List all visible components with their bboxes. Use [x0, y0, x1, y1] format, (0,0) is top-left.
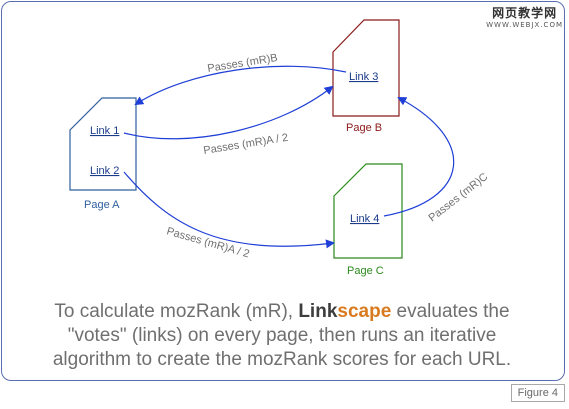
- watermark-url: WWW.WEBJX.COM: [486, 21, 563, 29]
- caption-line-1-pre: To calculate mozRank (mR),: [54, 301, 299, 322]
- caption-line-1-post: evaluates the: [391, 301, 510, 322]
- caption-line-3: algorithm to create the mozRank scores f…: [52, 349, 512, 370]
- edge-label-c-to-b: Passes (mR)C: [426, 171, 490, 225]
- caption-line-1: To calculate mozRank (mR), Linkscape eva…: [20, 300, 544, 324]
- figure-caption: To calculate mozRank (mR), Linkscape eva…: [20, 300, 544, 372]
- arrow-a-to-b: [123, 85, 334, 140]
- page-c-label: Page C: [347, 265, 384, 277]
- watermark: 网页教学网 WWW.WEBJX.COM: [486, 4, 563, 29]
- page-c-shape: [333, 163, 403, 259]
- page-c: Link 4 Page C: [333, 163, 403, 277]
- page-a-label: Page A: [84, 199, 120, 211]
- page-b-label: Page B: [346, 122, 382, 134]
- edge-label-a-to-c: Passes (mR)A / 2: [165, 225, 251, 260]
- arrow-a-to-c: [123, 171, 335, 249]
- watermark-title: 网页教学网: [492, 6, 558, 20]
- caption-line-2: "votes" (links) on every page, then runs…: [67, 325, 497, 346]
- page-a-link-2[interactable]: Link 2: [90, 165, 119, 177]
- page-c-link-4[interactable]: Link 4: [350, 213, 379, 225]
- brand-name-accent: scape: [337, 301, 392, 322]
- page-a-link-1[interactable]: Link 1: [90, 125, 119, 137]
- page-a-shape: [69, 97, 137, 191]
- brand-name: Linkscape: [298, 301, 391, 322]
- page-a: Link 1 Link 2 Page A: [69, 97, 137, 211]
- arrow-c-to-b: [383, 97, 455, 217]
- arrow-b-to-a: [134, 65, 347, 106]
- page-b: Link 3 Page B: [332, 19, 400, 134]
- page-b-shape: [332, 19, 400, 117]
- page-b-link-3[interactable]: Link 3: [349, 71, 378, 83]
- figure-frame: [1, 1, 565, 381]
- figure-number: Figure 4: [510, 384, 565, 402]
- edge-label-b-to-a: Passes (mR)B: [207, 52, 279, 75]
- brand-name-strong: Link: [298, 301, 338, 322]
